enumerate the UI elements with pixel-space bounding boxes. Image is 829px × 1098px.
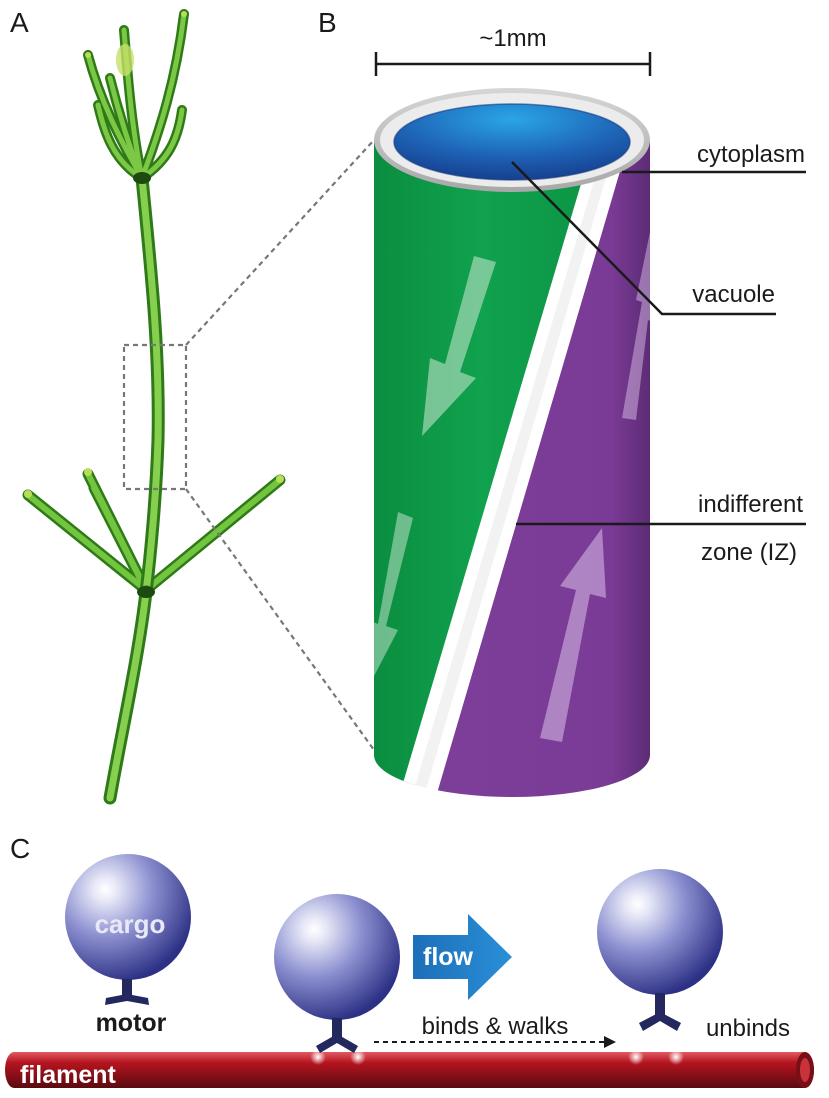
motor-label: motor [96, 1009, 167, 1037]
iz-label-line1: indifferent [698, 491, 803, 518]
cargo-sphere [65, 854, 191, 980]
motor-icon [639, 993, 681, 1031]
motor-icon [316, 1018, 358, 1053]
motor-icon [105, 979, 149, 1005]
filament-label: filament [20, 1061, 117, 1089]
panel-label-b: B [318, 7, 337, 38]
walk-arrowhead-icon [604, 1036, 616, 1048]
down-arrow-icon [374, 512, 413, 680]
cytoplasm-label: cytoplasm [697, 141, 805, 168]
down-arrow-icon [422, 256, 496, 436]
internode-cylinder [374, 140, 650, 797]
panel-label-a: A [10, 7, 29, 38]
scale-bar-label: ~1mm [479, 25, 546, 52]
zoom-selection-box [122, 343, 188, 491]
flow-arrow-icon [413, 914, 512, 1000]
up-arrow-icon [540, 528, 606, 742]
vacuole-label: vacuole [692, 281, 775, 308]
unbinds-label: unbinds [706, 1015, 790, 1042]
cargo-sphere [597, 869, 723, 995]
up-arrow-icon [622, 232, 650, 420]
flow-label: flow [423, 943, 474, 971]
chara-plant-illustration [22, 9, 286, 805]
vacuole-leader [511, 161, 776, 316]
scale-bar [374, 52, 652, 76]
vacuole-surface [394, 104, 630, 180]
iz-label-line2: zone (IZ) [701, 539, 797, 566]
panel-label-c: C [10, 833, 30, 864]
zoom-line-top [185, 139, 375, 346]
cargo-sphere [274, 894, 400, 1020]
cargo-label: cargo [95, 909, 166, 939]
binds-walks-label: binds & walks [422, 1013, 569, 1040]
actin-filament [5, 1052, 814, 1088]
zoom-line-bottom [185, 488, 375, 751]
